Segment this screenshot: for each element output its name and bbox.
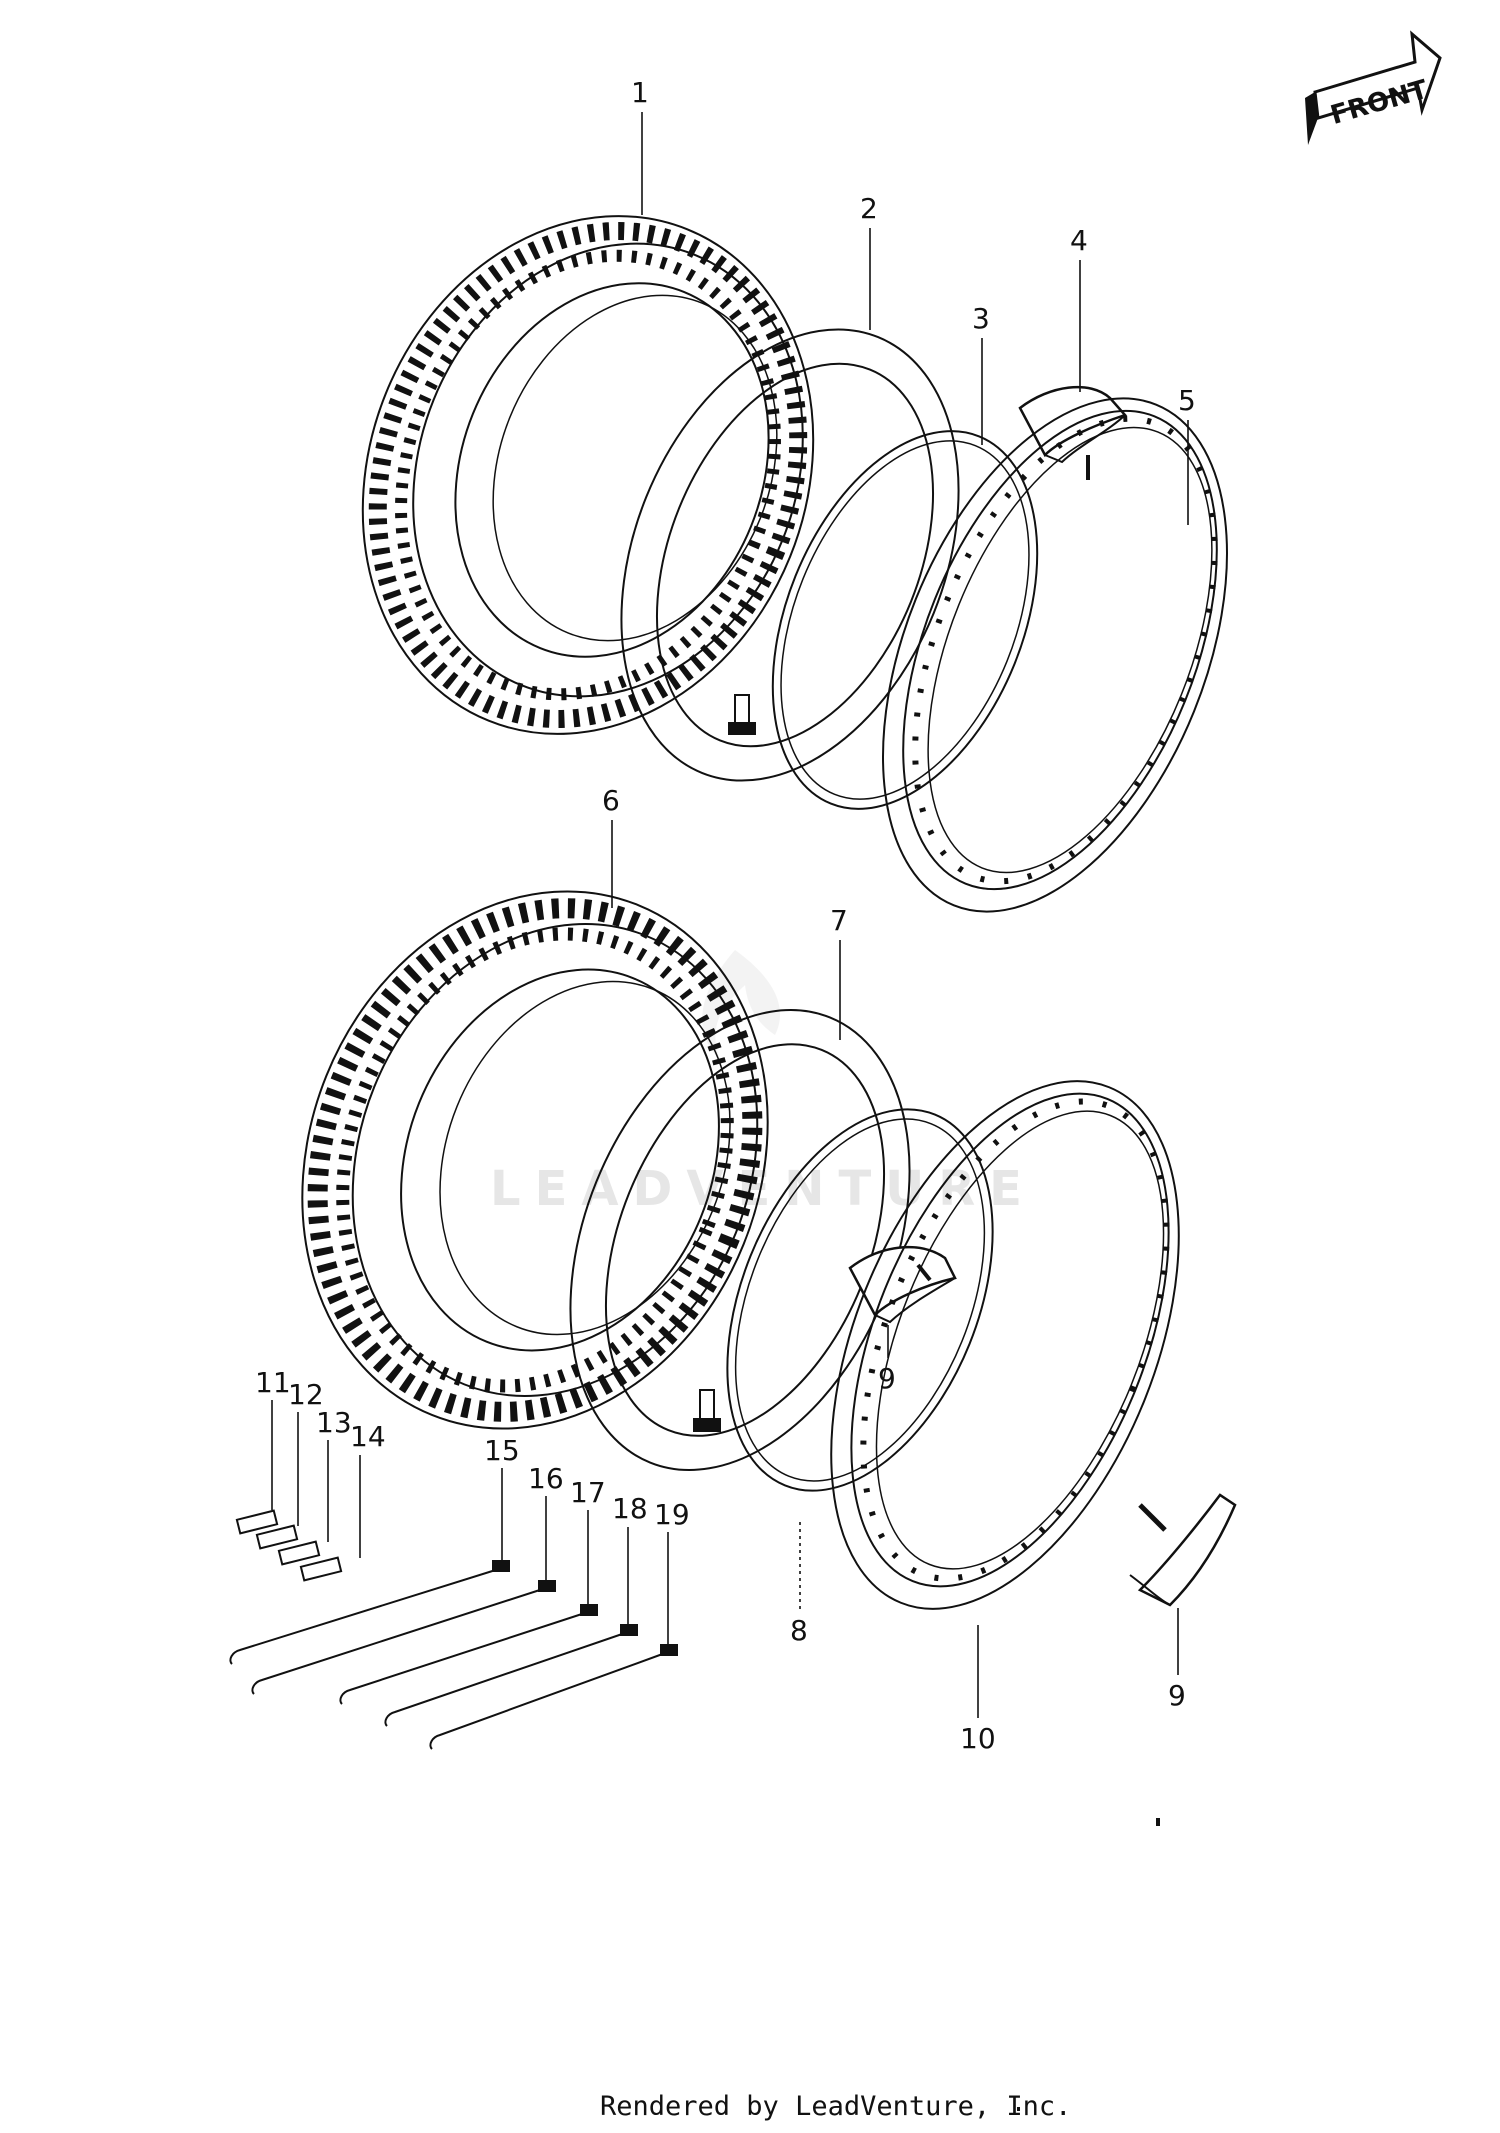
callout-4: 4	[1070, 224, 1088, 257]
callout-5: 5	[1178, 384, 1196, 417]
rim-band-front-icon	[771, 430, 1039, 810]
callout-9-upper: 9	[878, 1362, 896, 1395]
footer-credit: Rendered by LeadVenture, Inc.	[600, 2091, 1071, 2122]
callout-7: 7	[830, 904, 848, 937]
callout-9-lower: 9	[1168, 1679, 1186, 1712]
tire-front-icon	[361, 215, 815, 735]
rim-rear-icon	[830, 1080, 1180, 1610]
callout-11: 11	[255, 1366, 291, 1399]
leader-lines	[271, 112, 1189, 1718]
callout-14: 14	[350, 1420, 386, 1453]
callout-19: 19	[654, 1498, 690, 1531]
callout-8: 8	[790, 1614, 808, 1647]
watermark-logo	[702, 950, 781, 1060]
callout-18: 18	[612, 1492, 648, 1525]
callouts: 1 2 3 4 5 6 7 8 9 10 9 11 12 13 14 15 16…	[255, 76, 1196, 1755]
callout-2: 2	[860, 192, 878, 225]
rim-front-icon	[882, 397, 1228, 913]
callout-12: 12	[288, 1378, 324, 1411]
rim-lock-rear-lower-icon	[1129, 1493, 1237, 1607]
callout-10: 10	[960, 1722, 996, 1755]
inner-tube-front-icon	[620, 328, 960, 782]
callout-15: 15	[484, 1434, 520, 1467]
rim-band-rear-icon	[726, 1108, 994, 1492]
callout-1: 1	[631, 76, 649, 109]
stray-dot	[1017, 2107, 1020, 2111]
callout-3: 3	[972, 302, 990, 335]
spoke-nipples-icon	[235, 1509, 343, 1582]
callout-6: 6	[602, 784, 620, 817]
front-direction-arrow: FRONT	[1305, 30, 1442, 145]
callout-16: 16	[528, 1462, 564, 1495]
spokes-icon	[229, 1560, 678, 1750]
stray-mark	[1156, 1818, 1160, 1826]
tire-rear-icon	[301, 890, 769, 1430]
callout-13: 13	[316, 1406, 352, 1439]
callout-17: 17	[570, 1476, 606, 1509]
